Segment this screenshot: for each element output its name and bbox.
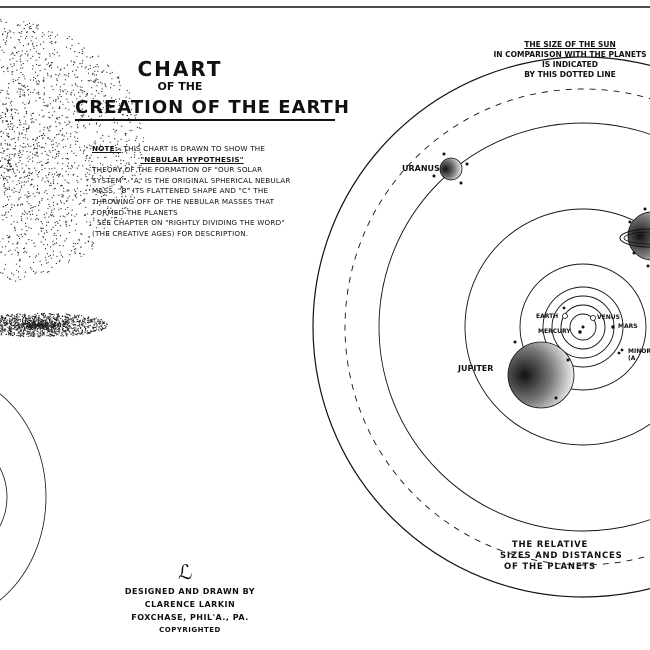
sun-note-line-3: Is Indicated	[541, 60, 599, 69]
saturn-planet	[619, 207, 650, 268]
label-mars: Mars	[618, 323, 638, 330]
credits: Designed and Drawn By Clarence Larkin Fo…	[100, 585, 280, 637]
label-jupiter: Jupiter	[458, 364, 494, 373]
caption-line-2: Sizes and Distances	[500, 551, 623, 561]
label-venus: Venus	[597, 314, 620, 321]
relative-sizes-caption: The Relative Sizes and Distances Of The …	[500, 540, 623, 573]
sun-dot	[581, 325, 585, 329]
note-text-1: This Chart Is Drawn To Show The	[123, 144, 266, 153]
caption-line-3: Of The Planets	[504, 562, 596, 572]
label-minor-planets: Minor (A	[628, 348, 650, 362]
credits-location: Foxchase, Phil'a., Pa.	[131, 613, 249, 622]
credits-line-1: Designed and Drawn By	[124, 587, 256, 596]
note-text-2: Theory Of The Formation Of "Our Solar Sy…	[92, 165, 291, 217]
sun-size-note: The Size Of The Sun In Comparison With T…	[490, 40, 650, 80]
monogram-logo: ℒ	[178, 560, 193, 584]
credits-copyright: Copyrighted	[159, 626, 221, 634]
caption-line-1: The Relative	[511, 540, 589, 550]
spherical-nebula-a	[0, 19, 145, 282]
inner-planets	[562, 306, 624, 355]
sun-note-line-1: The Size Of The Sun	[524, 40, 616, 49]
venus-orbit	[569, 313, 597, 341]
neptune-orbit	[312, 56, 650, 598]
credits-author: Clarence Larkin	[144, 600, 236, 609]
jupiter-orbit	[519, 263, 647, 391]
label-uranus: Uranus	[402, 164, 440, 173]
solar-system-orbits	[312, 56, 650, 598]
asteroid-orbit	[542, 286, 624, 368]
uranus-orbit	[378, 122, 650, 532]
flattened-nebula-b	[0, 312, 108, 338]
title-chart: Chart	[137, 57, 223, 81]
note-label: Note:-	[92, 144, 121, 153]
label-mercury: Mercury	[538, 328, 571, 335]
sun-size-dotted-line	[344, 88, 650, 566]
uranus-planet	[432, 152, 469, 185]
title-creation: Creation Of The Earth	[75, 97, 349, 121]
title-of-the: Of The	[157, 80, 203, 93]
label-earth: Earth	[536, 313, 559, 320]
note-text: Note:- This Chart Is Drawn To Show The "…	[92, 144, 292, 239]
jupiter-planet	[507, 340, 575, 409]
earth-orbit	[560, 304, 606, 350]
sun-note-line-2: In Comparison With The Planets	[493, 50, 647, 59]
sun-note-line-4: By This Dotted Line	[524, 70, 616, 79]
note-text-3: See Chapter On "Rightly Dividing The Wor…	[92, 218, 285, 238]
saturn-orbit	[464, 208, 650, 446]
nebula-rings-c	[0, 393, 47, 601]
note-hypothesis: "Nebular Hypothesis"	[140, 154, 244, 164]
